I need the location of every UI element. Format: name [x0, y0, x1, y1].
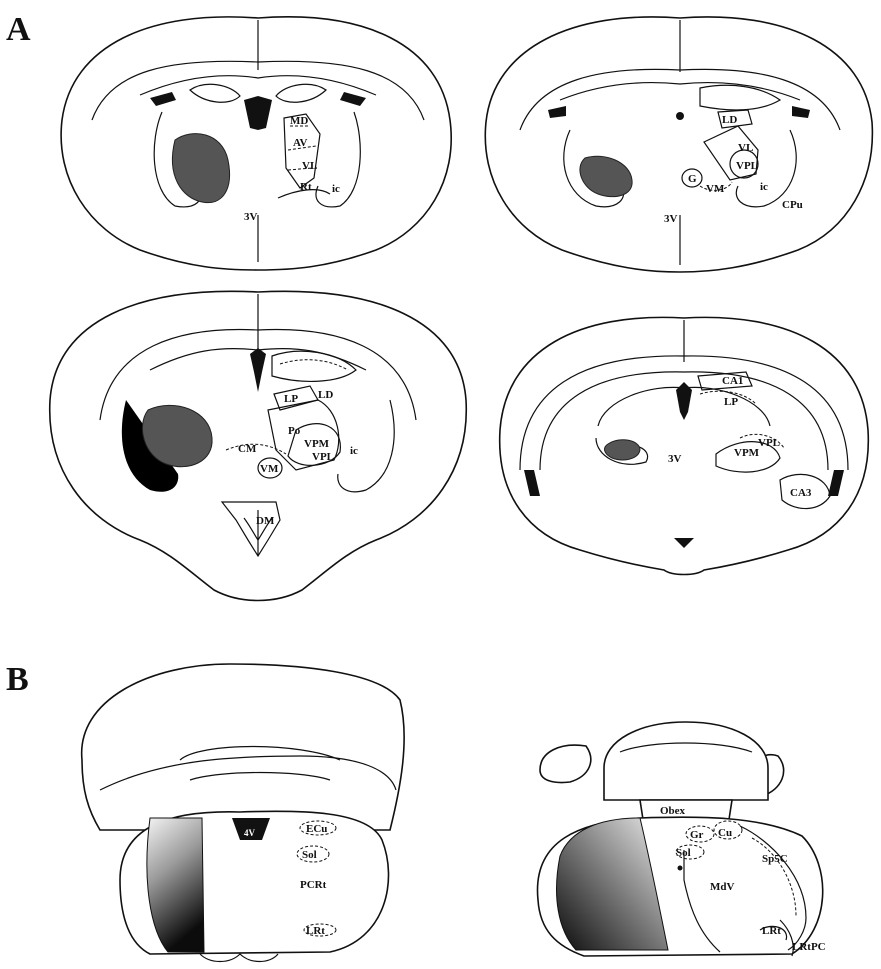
section-a3: LP LD Po CM VPM VPL VM ic DM: [50, 291, 467, 600]
label-g: G: [688, 173, 697, 185]
label-md: MD: [290, 115, 308, 127]
label-ic: ic: [332, 183, 340, 195]
section-a1: MD AV VL Rt ic 3V: [61, 17, 451, 270]
label-ecu: ECu: [306, 823, 327, 835]
label-pcrt: PCRt: [300, 879, 327, 891]
panel-label-a: A: [6, 11, 31, 48]
label-sol: Sol: [302, 849, 317, 861]
label-vpl: VPL: [312, 451, 334, 463]
label-sp5c: Sp5C: [762, 853, 788, 865]
label-sol: Sol: [676, 847, 691, 859]
section-a4: CA1 LP 3V VPL VPM CA3: [500, 317, 869, 574]
label-ca3: CA3: [790, 487, 812, 499]
label-ld: LD: [318, 389, 333, 401]
label-ca1: CA1: [722, 375, 743, 387]
label-cpu: CPu: [782, 199, 803, 211]
label-av: AV: [293, 137, 308, 149]
label-3v: 3V: [668, 453, 682, 465]
label-vl: VL: [738, 142, 753, 154]
label-lp: LP: [724, 396, 738, 408]
label-vl: VL: [302, 160, 317, 172]
section-b1: 4V ECu Sol PCRt LRt: [82, 664, 404, 962]
label-gr: Gr: [690, 829, 704, 841]
label-vm: VM: [260, 463, 279, 475]
label-vm: VM: [706, 183, 725, 195]
label-vpl: VPL: [736, 160, 758, 172]
label-lrt: LRt: [762, 925, 781, 937]
label-ld: LD: [722, 114, 737, 126]
label-lrtpc: LRtPC: [792, 941, 826, 953]
label-lrt: LRt: [306, 925, 325, 937]
label-3v: 3V: [244, 211, 258, 223]
label-cm: CM: [238, 443, 257, 455]
label-ic: ic: [350, 445, 358, 457]
label-4v: 4V: [244, 828, 256, 838]
section-b2: Obex Gr Cu Sol Sp5C MdV LRt LRtPC: [537, 722, 825, 956]
label-vpl: VPL: [758, 437, 780, 449]
label-rt: Rt: [300, 181, 312, 193]
label-mdv: MdV: [710, 881, 735, 893]
panel-label-b: B: [6, 661, 29, 698]
label-vpm: VPM: [304, 438, 330, 450]
label-ic: ic: [760, 181, 768, 193]
label-lp: LP: [284, 393, 298, 405]
label-dm: DM: [256, 515, 275, 527]
label-3v: 3V: [664, 213, 678, 225]
label-obex: Obex: [660, 805, 686, 817]
label-po: Po: [288, 425, 301, 437]
section-a2: LD VL VPL G VM ic CPu 3V: [485, 17, 872, 272]
label-vpm: VPM: [734, 447, 760, 459]
label-cu: Cu: [718, 827, 732, 839]
